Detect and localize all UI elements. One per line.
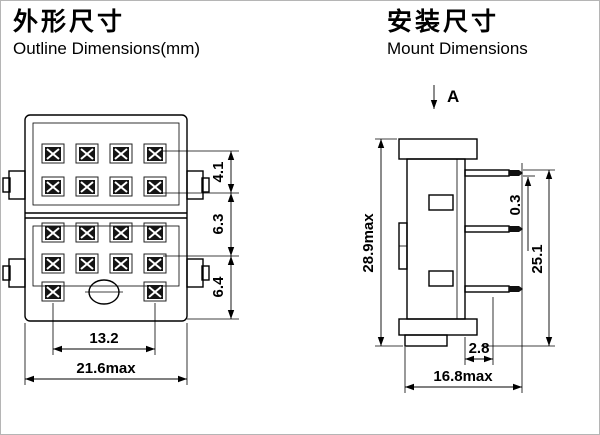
pin — [464, 225, 510, 233]
mount-title-zh: 安装尺寸 — [387, 8, 500, 36]
screw-terminal — [109, 253, 133, 274]
mounting-tabs — [2, 170, 210, 288]
screw-terminal — [75, 253, 99, 274]
screw-terminal — [109, 143, 133, 164]
mount-bolt — [201, 177, 210, 193]
mount-tab — [186, 170, 204, 200]
vertical-dimension-chain: 4.1 6.3 6.4 — [163, 150, 239, 320]
screw-terminal — [143, 281, 167, 302]
mount-tab — [8, 170, 26, 200]
dim-label-overall-depth: 16.8max — [433, 368, 493, 385]
dim-label-overall-height: 28.9max — [360, 213, 377, 273]
mount-drawing: A — [360, 85, 555, 393]
screw-terminal — [41, 143, 65, 164]
screw-terminal — [75, 143, 99, 164]
dim-label-pin-length: 25.1 — [529, 244, 546, 273]
dim-label-overall-width: 21.6max — [76, 360, 136, 377]
dim-label-row-gap-top: 4.1 — [210, 162, 227, 183]
bottom-flange — [398, 318, 478, 336]
dim-label-pin-offset: 2.8 — [469, 340, 490, 357]
pin-thickness-dimension: 0.3 — [507, 169, 555, 251]
overall-width-dimension: 21.6max — [24, 323, 188, 385]
overall-height-dimension: 28.9max — [360, 138, 403, 347]
screw-terminal — [41, 281, 65, 302]
outline-title-block: 外形尺寸 Outline Dimensions(mm) — [13, 7, 200, 59]
body-window — [428, 194, 454, 211]
section-label: A — [447, 87, 459, 106]
top-flange — [398, 138, 478, 160]
dim-label-row-gap-bottom: 6.4 — [210, 276, 227, 298]
solder-pins — [464, 169, 523, 293]
mount-bolt — [2, 177, 11, 193]
pin — [464, 285, 510, 293]
outline-drawing: 4.1 6.3 6.4 13.2 21.6max — [2, 114, 239, 385]
pin-tip — [509, 226, 523, 232]
pin-tip — [509, 170, 523, 176]
pin-tip — [509, 286, 523, 292]
dim-label-row-gap-mid: 6.3 — [210, 214, 227, 235]
pin-offset-dimension: 2.8 — [464, 297, 494, 365]
screw-terminal — [143, 143, 167, 164]
screw-terminal — [109, 176, 133, 197]
terminal-grid — [41, 143, 167, 302]
main-body — [406, 158, 466, 320]
body-inner-panel — [32, 122, 180, 206]
outline-title-zh: 外形尺寸 — [13, 8, 126, 36]
screw-terminal — [143, 176, 167, 197]
mount-title-block: 安装尺寸 Mount Dimensions — [387, 7, 528, 59]
screw-terminal — [75, 176, 99, 197]
dim-label-pin-thickness: 0.3 — [507, 195, 524, 216]
screw-terminal — [143, 253, 167, 274]
mount-tab — [186, 258, 204, 288]
screw-terminal — [41, 176, 65, 197]
outline-title-en: Outline Dimensions(mm) — [13, 39, 201, 58]
mount-title-en: Mount Dimensions — [387, 39, 528, 58]
dim-label-terminal-span: 13.2 — [89, 330, 118, 347]
body-window — [428, 270, 454, 287]
mount-bolt — [2, 265, 11, 281]
screw-terminal — [41, 253, 65, 274]
base-foot — [404, 334, 448, 347]
pin — [464, 169, 510, 177]
mount-bolt — [201, 265, 210, 281]
mount-tab — [8, 258, 26, 288]
overall-depth-dimension: 16.8max — [404, 347, 522, 393]
terminal-span-dimension: 13.2 — [52, 303, 156, 355]
